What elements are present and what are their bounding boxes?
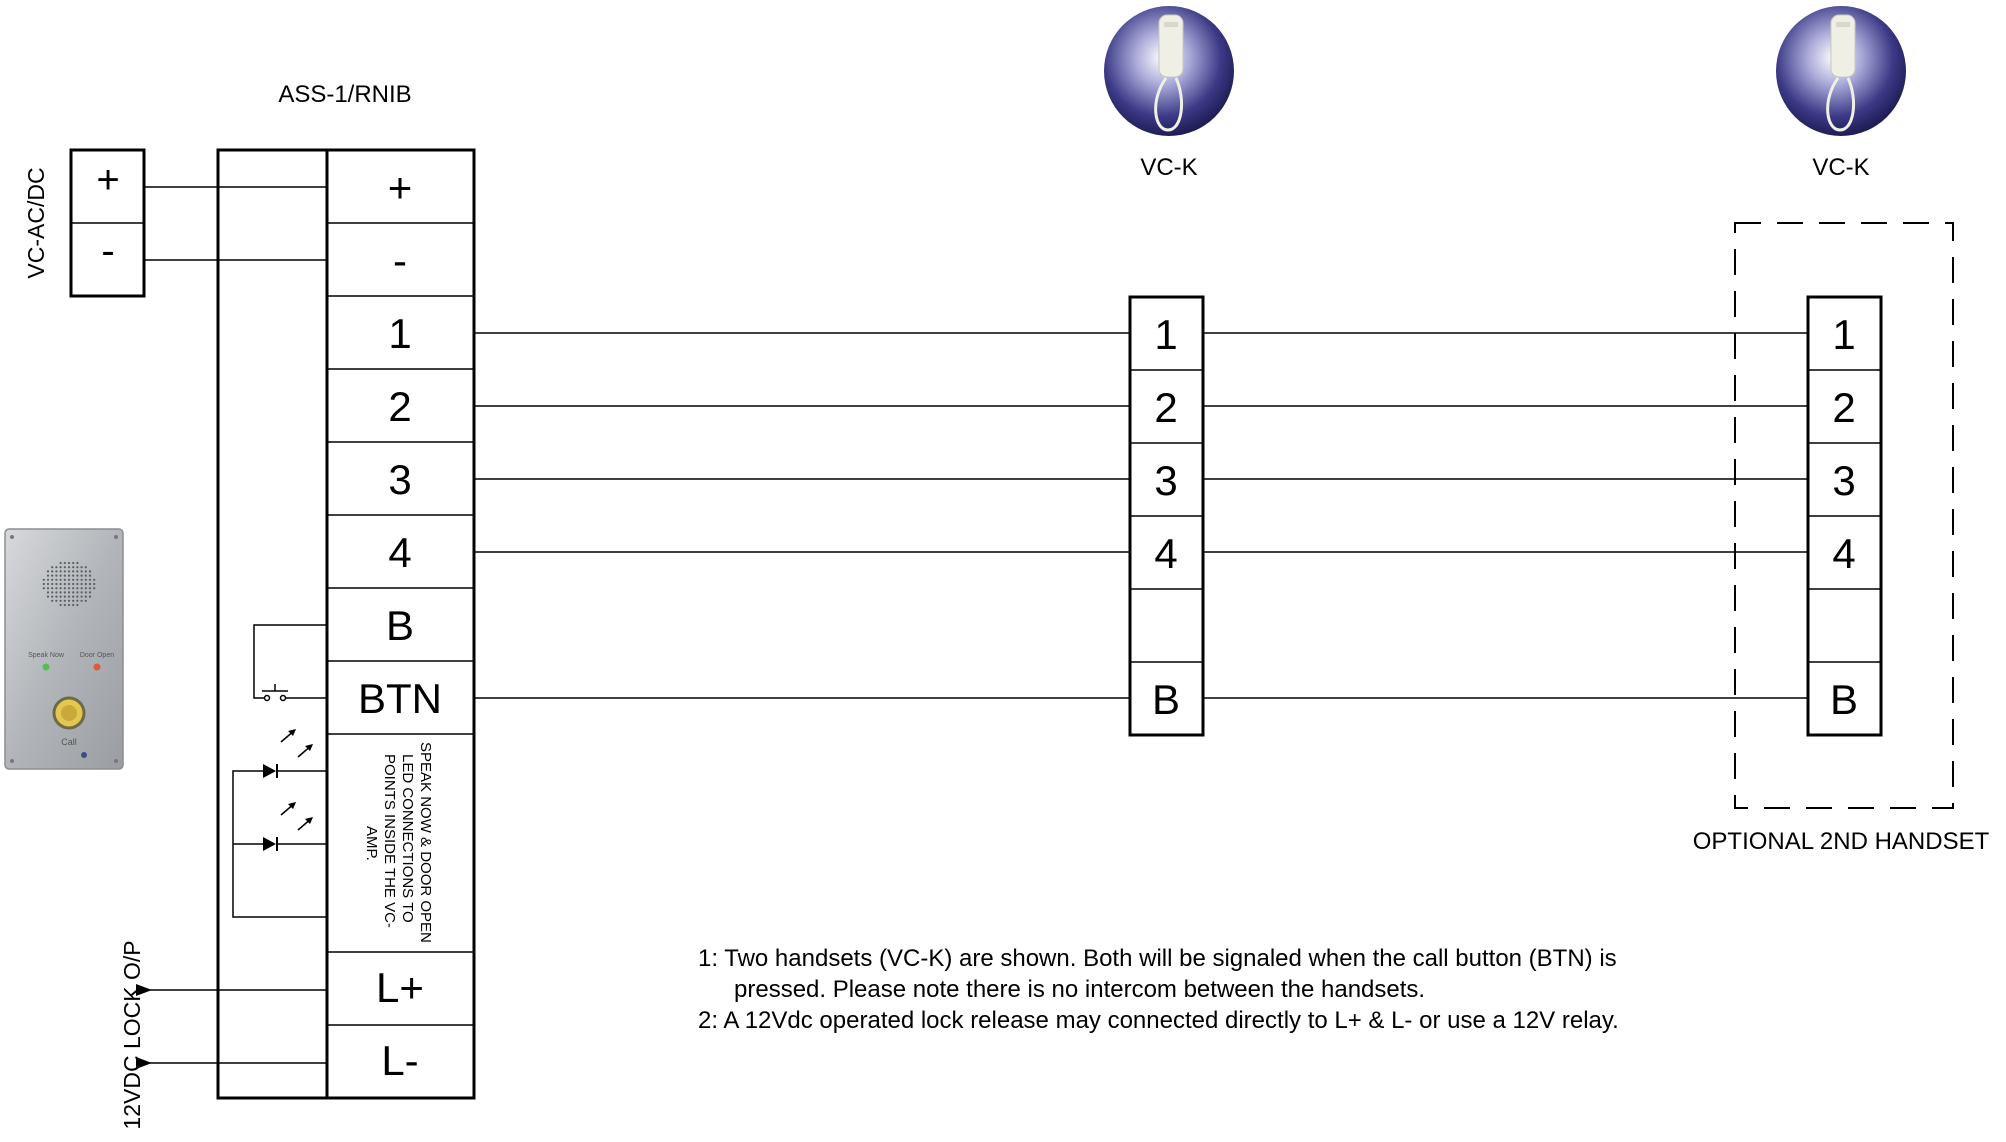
power-supply-block: + - VC-AC/DC: [23, 148, 146, 298]
main-terminal-lplus: L+: [376, 964, 424, 1011]
speaker-grille-icon: [42, 561, 96, 607]
optional-handset-dashed-box: [1734, 222, 1954, 809]
handset-1-terminal-4: 4: [1154, 530, 1177, 577]
note-2: 2: A 12Vdc operated lock release may con…: [698, 1007, 1619, 1034]
main-terminal-5: 3: [388, 456, 411, 503]
led-note-line-1: SPEAK NOW & DOOR OPEN: [417, 742, 434, 943]
panel-call-text: Call: [61, 737, 77, 747]
handset-1-image: [1104, 6, 1234, 136]
main-unit: ASS-1/RNIB + - 1 2 3 4B BTN L+ L- SPEAK NOW & DO…: [216, 81, 476, 1100]
handset-2-terminal-4: 4: [1832, 530, 1855, 577]
main-terminal-8: BTN: [358, 675, 442, 722]
led-note-line-2: LED CONNECTIONS TO: [399, 754, 416, 923]
main-terminal-2: -: [393, 237, 407, 284]
note-1: 1: Two handsets (VC-K) are shown. Both w…: [698, 945, 1617, 972]
notes: 1: Two handsets (VC-K) are shown. Both w…: [698, 943, 1798, 1036]
handset-2-terminal-3: 3: [1832, 457, 1855, 504]
panel-green-led-icon: [42, 663, 50, 671]
main-terminal-6: 4: [388, 529, 411, 576]
handset-1-terminal-2: 2: [1154, 384, 1177, 431]
call-button-switch: [253, 624, 327, 702]
handset-1-terminal-3: 3: [1154, 457, 1177, 504]
power-supply-label: VC-AC/DC: [23, 167, 49, 278]
signal-wires: [474, 332, 1808, 699]
optional-handset-label: OPTIONAL 2ND HANDSET: [1693, 828, 1990, 855]
handset-1: VC-K 1 2 3 4B: [1104, 6, 1234, 737]
handset-1-terminal-6: B: [1152, 676, 1180, 723]
power-terminal-plus: +: [96, 158, 119, 202]
main-unit-title: ASS-1/RNIB: [278, 81, 411, 108]
led-note-line-3: POINTS INSIDE THE VC-: [381, 754, 398, 928]
led-speak-now-icon: [263, 729, 313, 778]
handset-2-label: VC-K: [1812, 154, 1869, 181]
led-circuit: [232, 770, 327, 918]
main-terminal-4: 2: [388, 383, 411, 430]
handset-2-image: [1776, 6, 1906, 136]
handset-2: VC-K 1 2 3 4B OPTIONAL 2ND HANDSET: [1693, 6, 1990, 855]
main-unit-outer: [216, 148, 476, 1100]
handset-1-label: VC-K: [1140, 154, 1197, 181]
panel-door-open-text: Door Open: [80, 652, 114, 659]
handset-2-terminal-2: 2: [1832, 384, 1855, 431]
power-terminal-minus: -: [101, 229, 114, 273]
main-terminal-1: +: [388, 164, 413, 211]
panel-red-led-icon: [93, 663, 101, 671]
door-entry-panel-photo: Speak Now Door Open Call: [4, 528, 124, 770]
led-door-open-icon: [263, 802, 313, 851]
handset-2-terminal-1: 1: [1832, 311, 1855, 358]
note-1-continued: pressed. Please note there is no interco…: [734, 976, 1426, 1003]
handset-1-terminal-1: 1: [1154, 311, 1177, 358]
led-note-line-4: AMP.: [363, 826, 380, 861]
panel-logo-icon: [81, 752, 87, 758]
main-terminal-7: B: [386, 602, 414, 649]
handset-2-terminal-6: B: [1830, 676, 1858, 723]
main-terminal-lminus: L-: [381, 1037, 418, 1084]
led-note: SPEAK NOW & DOOR OPEN LED CONNECTIONS TO…: [363, 742, 434, 943]
lock-output: 12VDC LOCK O/P: [119, 940, 327, 1130]
main-terminal-3: 1: [388, 310, 411, 357]
panel-speak-now-text: Speak Now: [28, 652, 65, 659]
lock-output-label: 12VDC LOCK O/P: [119, 940, 145, 1129]
